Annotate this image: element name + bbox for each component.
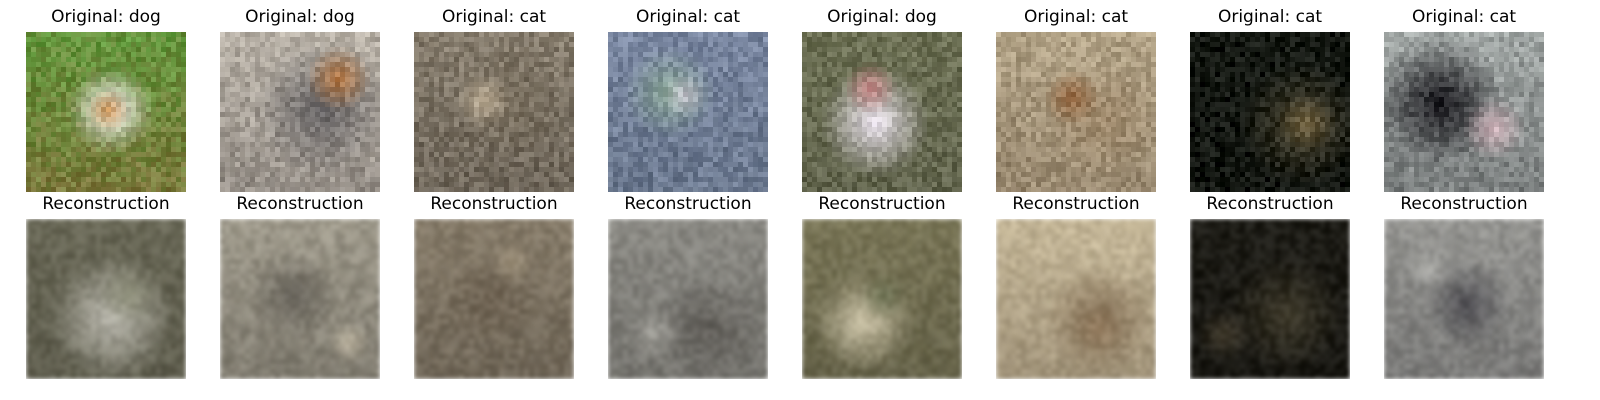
pixel-image <box>220 219 380 379</box>
pixel-image <box>608 219 768 379</box>
pixel-image <box>414 32 574 192</box>
pixel-image <box>996 219 1156 379</box>
original-image <box>1384 32 1544 192</box>
pixel-image <box>26 219 186 379</box>
panel-title: Original: cat <box>1411 7 1517 27</box>
panel-title: Reconstruction <box>430 194 558 214</box>
reconstruction-image <box>414 219 574 379</box>
reconstruction-image <box>608 219 768 379</box>
panel-title: Original: cat <box>441 7 547 27</box>
panel-title: Reconstruction <box>1400 194 1528 214</box>
original-image <box>414 32 574 192</box>
panel-title: Original: dog <box>827 7 937 27</box>
panel-title: Reconstruction <box>42 194 170 214</box>
panel-title: Reconstruction <box>1012 194 1140 214</box>
original-image <box>26 32 186 192</box>
panel-title: Reconstruction <box>1206 194 1334 214</box>
panel-title: Original: cat <box>635 7 741 27</box>
original-image <box>220 32 380 192</box>
pixel-image <box>414 219 574 379</box>
pixel-image <box>802 32 962 192</box>
reconstruction-image <box>1384 219 1544 379</box>
original-image <box>996 32 1156 192</box>
pixel-image <box>802 219 962 379</box>
panel-title: Original: dog <box>51 7 161 27</box>
pixel-image <box>996 32 1156 192</box>
pixel-image <box>1190 219 1350 379</box>
original-image <box>1190 32 1350 192</box>
pixel-image <box>1384 32 1544 192</box>
pixel-image <box>608 32 768 192</box>
panel-title: Reconstruction <box>818 194 946 214</box>
panel-title: Original: cat <box>1023 7 1129 27</box>
pixel-image <box>1384 219 1544 379</box>
original-image <box>802 32 962 192</box>
panel-title: Original: cat <box>1217 7 1323 27</box>
pixel-image <box>1190 32 1350 192</box>
original-image <box>608 32 768 192</box>
panel-title: Reconstruction <box>624 194 752 214</box>
reconstruction-image <box>220 219 380 379</box>
reconstruction-image <box>26 219 186 379</box>
panel-title: Reconstruction <box>236 194 364 214</box>
reconstruction-image <box>996 219 1156 379</box>
pixel-image <box>26 32 186 192</box>
reconstruction-image <box>802 219 962 379</box>
reconstruction-image <box>1190 219 1350 379</box>
pixel-image <box>220 32 380 192</box>
panel-title: Original: dog <box>245 7 355 27</box>
